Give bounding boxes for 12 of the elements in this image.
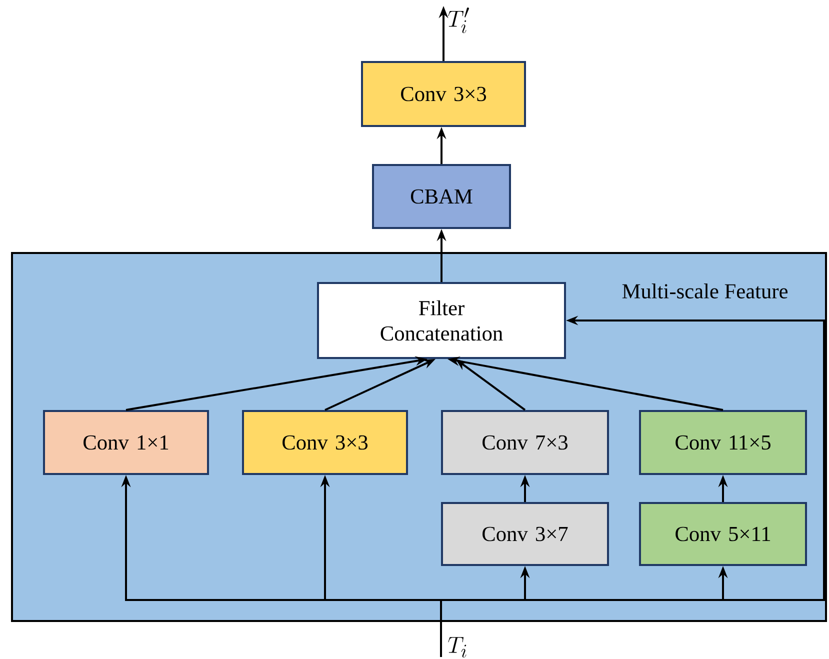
process-box: CBAM: [372, 164, 511, 229]
process-box: Conv 5×11: [639, 502, 807, 566]
process-box: Conv 1×1: [43, 410, 209, 475]
process-box: Conv 3×3: [361, 61, 526, 127]
symbol: $T_i'$: [448, 8, 469, 34]
process-box: Conv 3×3: [242, 410, 408, 475]
process-box: Conv 7×3: [441, 410, 609, 475]
process-box: Conv 11×5: [639, 410, 807, 475]
symbol: $T_i$: [448, 637, 466, 658]
process-box: Conv 3×7: [441, 502, 609, 566]
process-box: Filter Concatenation: [317, 282, 566, 359]
panel-heading: Multi-scale Feature: [622, 283, 788, 298]
